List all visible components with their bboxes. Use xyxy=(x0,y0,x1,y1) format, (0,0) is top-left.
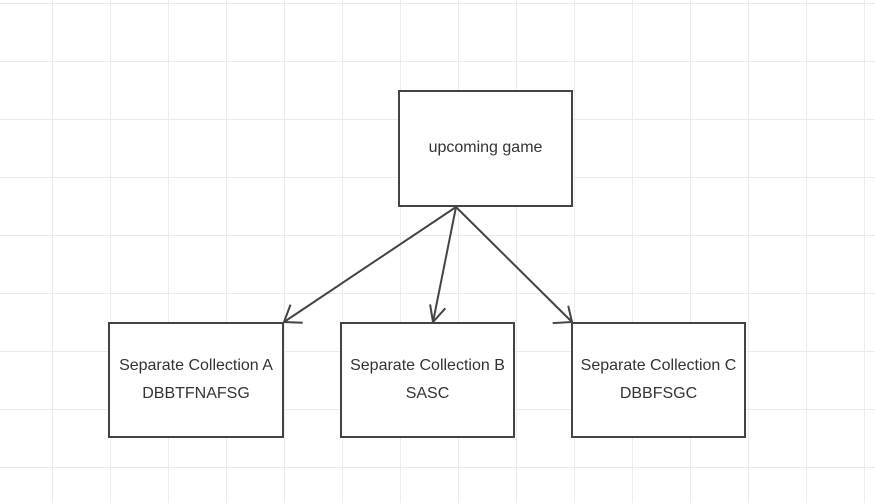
node-a-title: Separate Collection A xyxy=(119,357,273,374)
node-separate-collection-c[interactable]: Separate Collection C DBBFSGC xyxy=(571,322,746,438)
node-a-code: DBBTFNAFSG xyxy=(142,385,250,402)
node-upcoming-game[interactable]: upcoming game xyxy=(398,90,573,207)
arrow-to-collection-c[interactable] xyxy=(455,206,574,325)
arrow-to-collection-b[interactable] xyxy=(429,206,457,325)
node-c-code: DBBFSGC xyxy=(619,385,698,402)
node-b-title: Separate Collection B xyxy=(350,357,505,374)
arrow-to-collection-a[interactable] xyxy=(282,206,457,324)
node-separate-collection-a[interactable]: Separate Collection A DBBTFNAFSG xyxy=(108,322,284,438)
node-c-title: Separate Collection C xyxy=(580,357,737,374)
node-b-code: SASC xyxy=(405,385,450,402)
node-upcoming-game-label: upcoming game xyxy=(428,139,543,156)
node-separate-collection-b[interactable]: Separate Collection B SASC xyxy=(340,322,515,438)
